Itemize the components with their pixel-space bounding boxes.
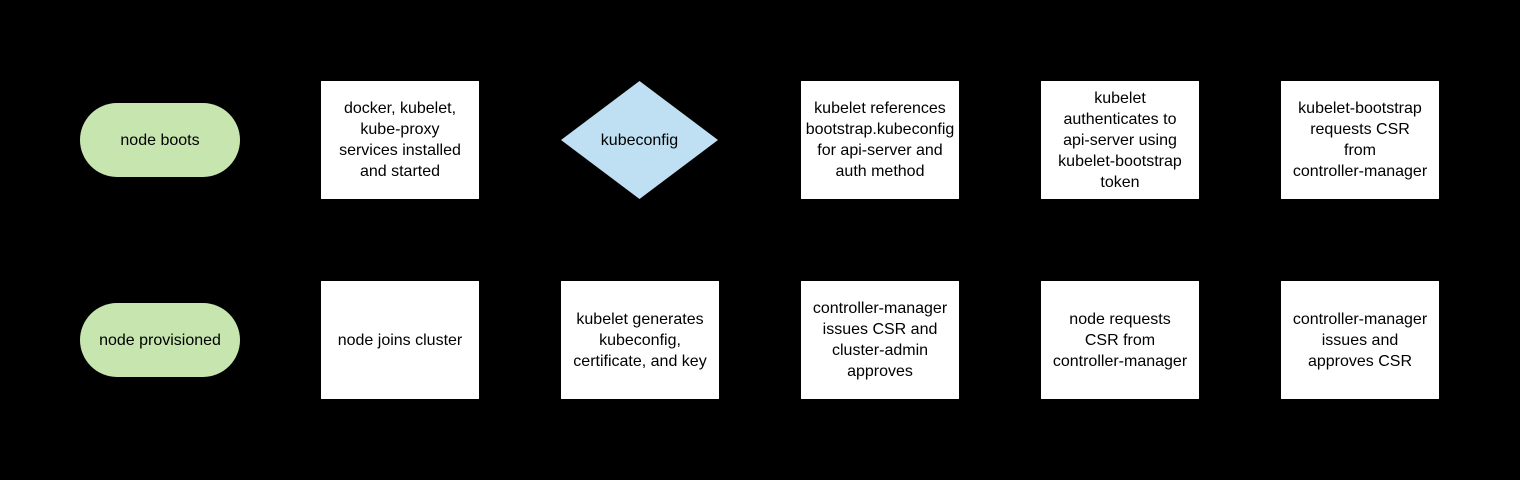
process-kubelet-generates: kubelet generates kubeconfig, certificat…: [561, 281, 719, 399]
process-bootstrap-requests-csr: kubelet-bootstrap requests CSR from cont…: [1281, 81, 1439, 199]
decision-kubeconfig: kubeconfig: [561, 81, 718, 199]
process-services-installed: docker, kubelet, kube-proxy services ins…: [321, 81, 479, 199]
process-kubelet-authenticates: kubelet authenticates to api-server usin…: [1041, 81, 1199, 199]
process-node-joins-cluster: node joins cluster: [321, 281, 479, 399]
process-node-requests-csr: node requests CSR from controller-manage…: [1041, 281, 1199, 399]
terminator-node-provisioned: node provisioned: [80, 303, 240, 377]
process-cm-issues-csr-admin-approves: controller-manager issues CSR and cluste…: [801, 281, 959, 399]
process-cm-issues-approves-csr: controller-manager issues and approves C…: [1281, 281, 1439, 399]
terminator-node-boots: node boots: [80, 103, 240, 177]
process-kubelet-references: kubelet references bootstrap.kubeconfig …: [801, 81, 959, 199]
